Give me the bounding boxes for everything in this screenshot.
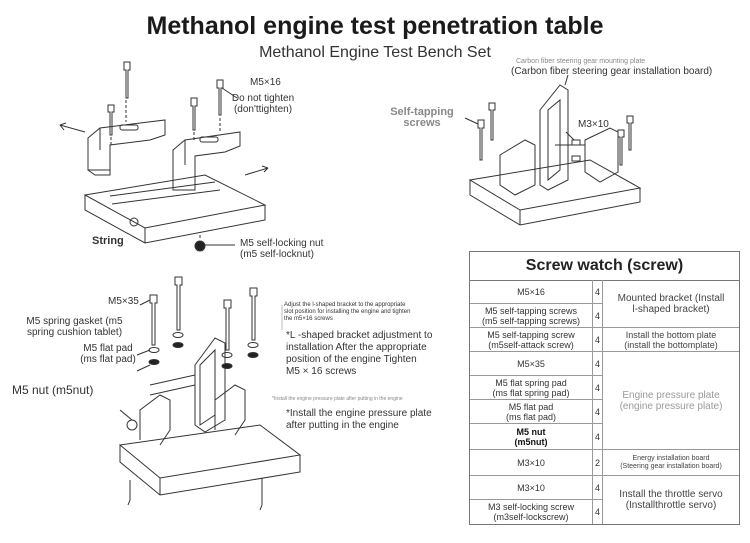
- note-pressure-plate: *Install the engine pressure plate after…: [286, 408, 432, 431]
- screw-table: Screw watch (screw) M5×16 4 M5 self-tapp…: [469, 251, 740, 525]
- row-name: M5 nut (m5nut): [470, 424, 593, 449]
- row-qty: 2: [594, 457, 600, 468]
- screw-table-title: Screw watch (screw): [470, 252, 739, 281]
- table-row: M5 self-tapping screws (m5 self-tapping …: [470, 304, 602, 328]
- label-spring-gasket: M5 spring gasket (m5 spring cushion tabl…: [26, 316, 123, 338]
- table-row: M5 self-tapping screw (m5self-attack scr…: [470, 328, 602, 352]
- table-row: M5×16 4: [470, 280, 602, 304]
- label-m5-self-locking-nut: M5 self-locking nut (m5 self-locknut): [240, 238, 324, 260]
- row-qty: 4: [594, 507, 600, 517]
- label-carbon-plate: (Carbon fiber steering gear installation…: [511, 66, 713, 77]
- table-row: M5×35 4: [470, 352, 602, 376]
- label-carbon-plate-small: Carbon fiber steering gear mounting plat…: [516, 58, 646, 65]
- row-name: M3×10: [470, 476, 593, 499]
- group-steering-gear-board: Energy installation board (Steering gear…: [602, 450, 739, 476]
- row-qty: 4: [594, 334, 600, 345]
- group-engine-pressure-plate: Engine pressure plate (engine pressure p…: [602, 352, 739, 450]
- note-bracket-adjust: *L -shaped bracket adjustment to install…: [286, 330, 433, 377]
- row-name: M5 flat pad (ms flat pad): [470, 400, 593, 423]
- diagram-l-bracket: [60, 62, 268, 251]
- row-name: M5 self-tapping screw (m5self-attack scr…: [470, 328, 593, 351]
- label-self-tapping-screws: Self-tapping screws: [390, 106, 454, 129]
- page-title: Methanol engine test penetration table: [146, 12, 604, 40]
- row-name: M5 self-tapping screws (m5 self-tapping …: [470, 304, 593, 327]
- table-row: M5 nut (m5nut) 4: [470, 424, 602, 450]
- row-name: M5×16: [470, 280, 593, 303]
- note-small: Adjust the l-shaped bracket to the appro…: [284, 302, 411, 322]
- group-throttle-servo: Install the throttle servo (Installthrot…: [602, 476, 739, 524]
- label-flat-pad: M5 flat pad (ms flat pad): [80, 343, 136, 365]
- group-mounted-bracket: Mounted bracket (Install l-shaped bracke…: [602, 280, 739, 328]
- table-row: M5 flat spring pad (ms flat spring pad) …: [470, 376, 602, 400]
- label-string: String: [92, 235, 124, 247]
- note-small-2: *Install the engine pressure plate after…: [272, 396, 403, 402]
- table-row: M3×10 4: [470, 476, 602, 500]
- table-row: M3×10 2: [470, 450, 602, 476]
- row-qty: 4: [594, 310, 600, 321]
- label-do-not-tighten: Do not tighten (don'ttighten): [231, 93, 295, 115]
- label-m3x10: M3×10: [578, 119, 609, 130]
- row-name: M5 flat spring pad (ms flat spring pad): [470, 376, 593, 399]
- row-name: M3 self-locking screw (m3self-lockscrew): [470, 500, 593, 524]
- label-m5-nut: M5 nut (m5nut): [12, 383, 94, 397]
- page-subtitle: Methanol Engine Test Bench Set: [259, 44, 491, 61]
- row-qty: 4: [594, 431, 600, 442]
- table-row: M5 flat pad (ms flat pad) 4: [470, 400, 602, 424]
- row-qty: 4: [594, 286, 600, 297]
- row-qty: 4: [594, 358, 600, 369]
- row-name: M5×35: [470, 352, 593, 375]
- table-row: M3 self-locking screw (m3self-lockscrew)…: [470, 500, 602, 524]
- row-qty: 4: [594, 406, 600, 417]
- label-m5x16: M5×16: [250, 77, 281, 88]
- diagram-steering-mount: [465, 75, 640, 225]
- label-m5x35: M5×35: [108, 296, 139, 307]
- row-name: M3×10: [470, 450, 593, 475]
- group-bottom-plate: Install the bottom plate (install the bo…: [602, 328, 739, 352]
- diagram-engine-mount: [120, 277, 300, 510]
- row-qty: 4: [594, 382, 600, 393]
- row-qty: 4: [594, 482, 600, 493]
